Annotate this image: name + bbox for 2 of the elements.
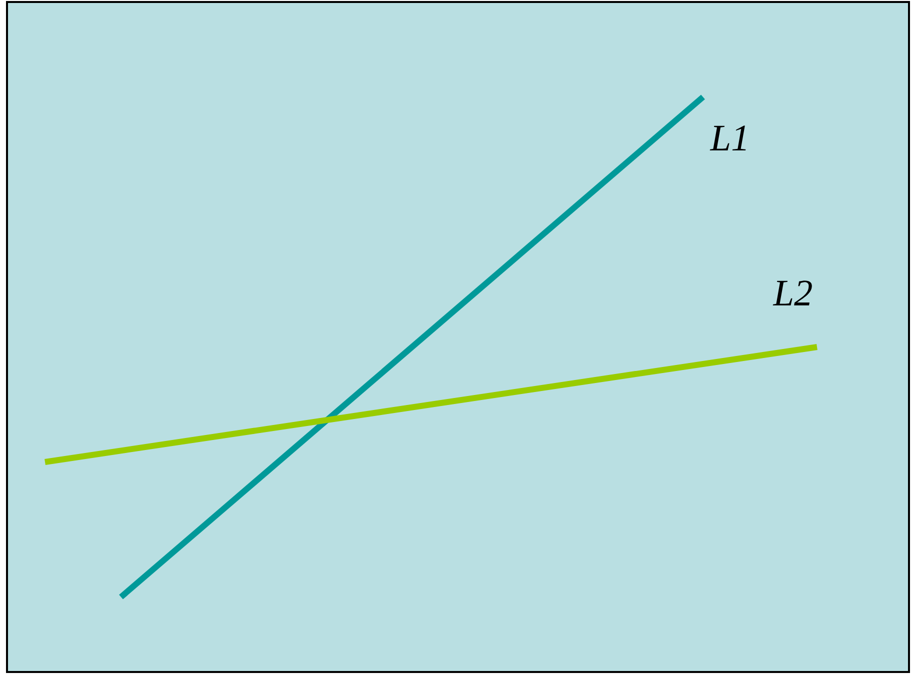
line-label: L2 [772, 280, 812, 306]
line-label: L1 [710, 126, 746, 150]
